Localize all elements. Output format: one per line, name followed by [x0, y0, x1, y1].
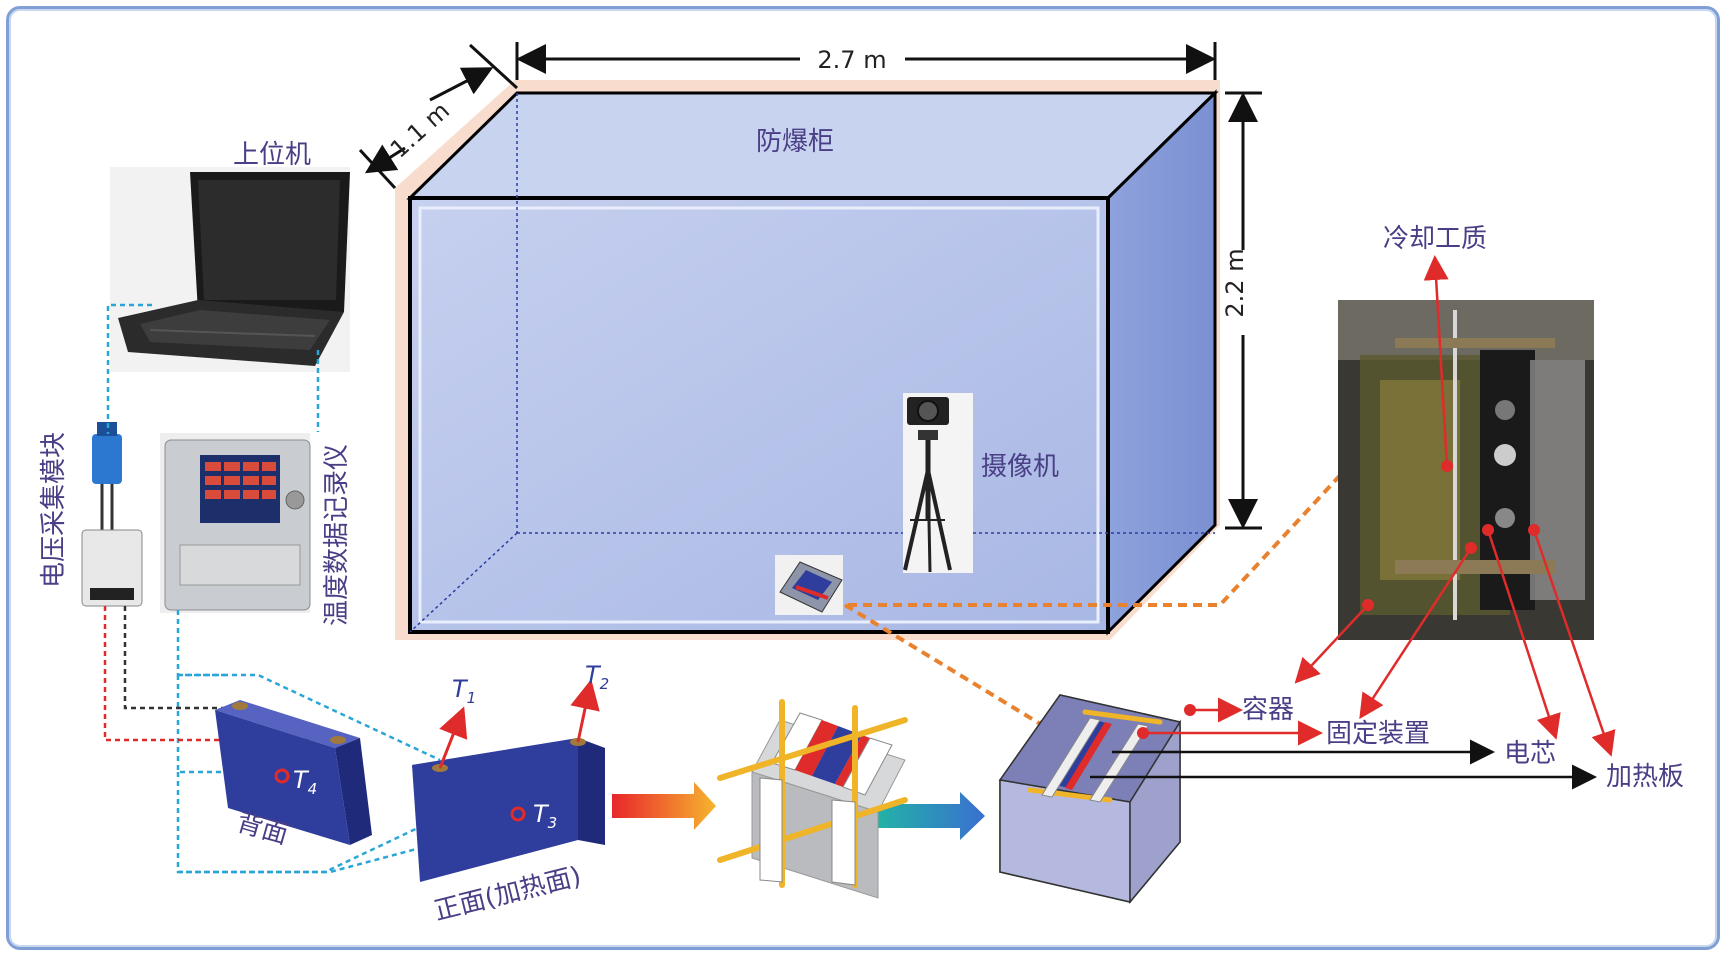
battery-front: [412, 679, 605, 882]
dimension-width: 2.7 m: [515, 42, 1217, 80]
heater-label: 加热板: [1606, 762, 1684, 792]
dimension-height: 2.2 m: [1221, 91, 1262, 530]
cell-label: 电芯: [1504, 739, 1556, 769]
figure-frame: [6, 6, 1720, 950]
temperature-recorder-image: [160, 433, 311, 613]
battery-back: [215, 700, 372, 845]
height-label: 2.2 m: [1221, 248, 1249, 317]
camera-on-tripod: [903, 393, 973, 573]
fixture-label: 固定装置: [1326, 719, 1430, 749]
sensor-t2-label: T2: [585, 661, 609, 693]
temp-recorder-label: 温度数据记录仪: [322, 444, 352, 626]
voltage-module-label: 电压采集模块: [39, 432, 69, 588]
coolant-label: 冷却工质: [1383, 224, 1487, 254]
cabinet-battery-thumb: [775, 555, 843, 615]
sensor-t3-label: T3: [533, 800, 557, 832]
laptop-image: [110, 167, 350, 372]
container-label: 容器: [1242, 695, 1294, 725]
sensor-t4-label: T4: [293, 766, 317, 798]
cabinet-label: 防爆柜: [756, 127, 834, 157]
annotation-arrows: [1090, 255, 1616, 790]
explosion-proof-cabinet: [395, 80, 1220, 640]
cabinet-front-face: [408, 196, 1110, 634]
process-arrow-2: [876, 792, 985, 840]
width-label: 2.7 m: [817, 46, 886, 74]
real-setup-photo: [1338, 300, 1594, 640]
voltage-module-image: [81, 422, 143, 607]
camera-label: 摄像机: [981, 452, 1059, 482]
host-pc-label: 上位机: [233, 140, 311, 170]
clamped-assembly: [717, 699, 908, 899]
sensor-t1-label: T1: [452, 675, 476, 707]
container-assembly: [998, 694, 1182, 905]
process-arrow-1: [612, 782, 716, 830]
